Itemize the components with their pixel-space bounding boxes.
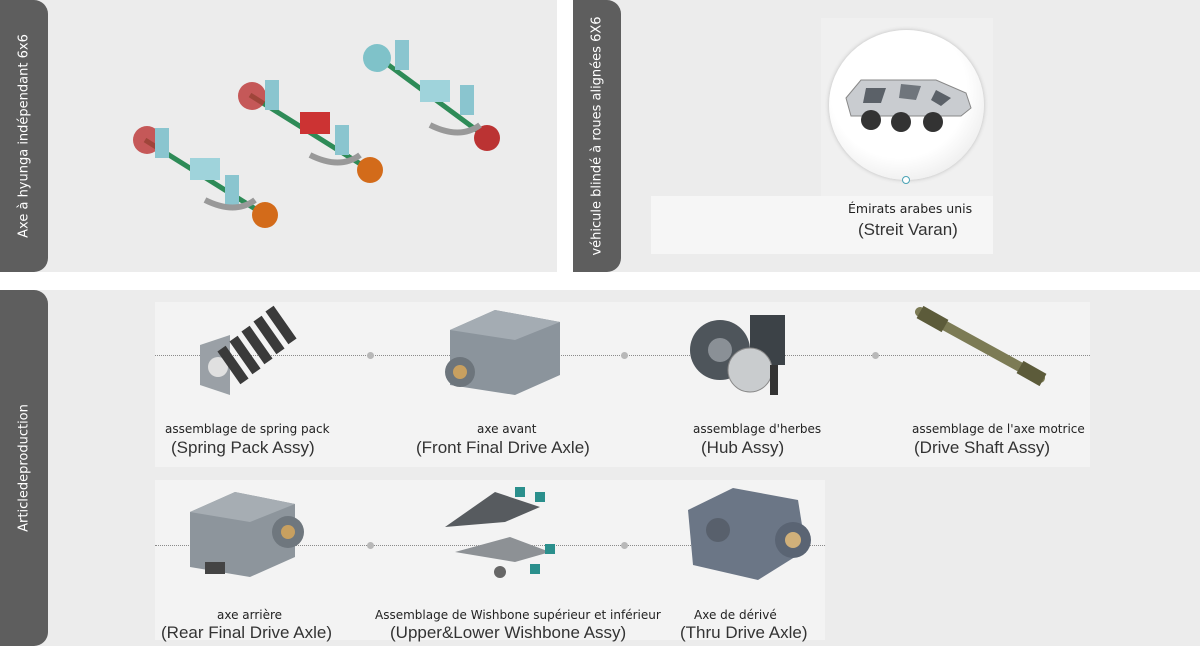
- spring-pack-image[interactable]: [190, 295, 310, 400]
- hub-assy-image[interactable]: [685, 295, 805, 400]
- vehicle-country: Émirats arabes unis: [848, 201, 973, 216]
- row2-dot-2: [621, 542, 628, 549]
- independent-axle-tab: Axe à hyunga indépendant 6x6: [0, 0, 48, 272]
- vehicle-name: (Streit Varan): [858, 220, 958, 239]
- wishbone-caption-en: (Upper&Lower Wishbone Assy): [390, 623, 627, 642]
- products-row1-card: [155, 302, 1090, 467]
- armored-vehicle-tab: véhicule blindé à roues alignées 6X6: [573, 0, 621, 272]
- spring-pack-caption-en: (Spring Pack Assy): [171, 438, 315, 457]
- front-axle-caption-en: (Front Final Drive Axle): [416, 438, 590, 457]
- row2-dot-1: [367, 542, 374, 549]
- production-tab: Articledeproduction: [0, 290, 48, 646]
- axle-middle-illustration: [238, 80, 383, 183]
- spring-pack-caption-fr: assemblage de spring pack: [165, 422, 330, 436]
- axle-right-illustration: [363, 40, 500, 151]
- thru-drive-caption-en: (Thru Drive Axle): [680, 623, 808, 642]
- armored-vehicle-tab-label: véhicule blindé à roues alignées 6X6: [589, 16, 605, 256]
- rear-axle-caption-fr: axe arrière: [217, 608, 283, 622]
- hub-assy-caption-fr: assemblage d'herbes: [693, 422, 822, 436]
- front-axle-caption-fr: axe avant: [477, 422, 537, 436]
- armored-vehicle-panel: véhicule blindé à roues alignées 6X6 Émi…: [573, 0, 1200, 272]
- front-final-drive-axle-image[interactable]: [435, 300, 570, 400]
- drive-shaft-caption-en: (Drive Shaft Assy): [914, 438, 1051, 457]
- rear-final-drive-axle-image[interactable]: [180, 482, 315, 582]
- axle-assembly-illustration: [133, 40, 500, 228]
- independent-axle-tab-label: Axe à hyunga indépendant 6x6: [16, 34, 32, 238]
- axle-left-illustration: [133, 126, 278, 228]
- thru-drive-axle-image[interactable]: [678, 480, 818, 585]
- row1-dot-2: [621, 352, 628, 359]
- hub-assy-caption-en: (Hub Assy): [701, 438, 785, 457]
- drive-shaft-image[interactable]: [905, 300, 1055, 390]
- vehicle-caption-card: [651, 196, 993, 254]
- independent-axle-panel: Axe à hyunga indépendant 6x6: [0, 0, 557, 272]
- vehicle-image-circle: [829, 30, 984, 180]
- thru-drive-caption-fr: Axe de dérivé: [694, 608, 777, 622]
- armored-vehicle-illustration: [845, 79, 972, 132]
- wishbone-assy-image[interactable]: [435, 482, 575, 582]
- drive-shaft-caption-fr: assemblage de l'axe motrice: [912, 422, 1085, 436]
- production-panel: Articledeproduction: [0, 290, 1200, 646]
- carousel-indicator[interactable]: [902, 176, 910, 184]
- wishbone-caption-fr: Assemblage de Wishbone supérieur et infé…: [375, 608, 661, 622]
- production-tab-label: Articledeproduction: [16, 404, 32, 532]
- row1-dot-3: [872, 352, 879, 359]
- row1-dot-1: [367, 352, 374, 359]
- rear-axle-caption-en: (Rear Final Drive Axle): [161, 623, 332, 642]
